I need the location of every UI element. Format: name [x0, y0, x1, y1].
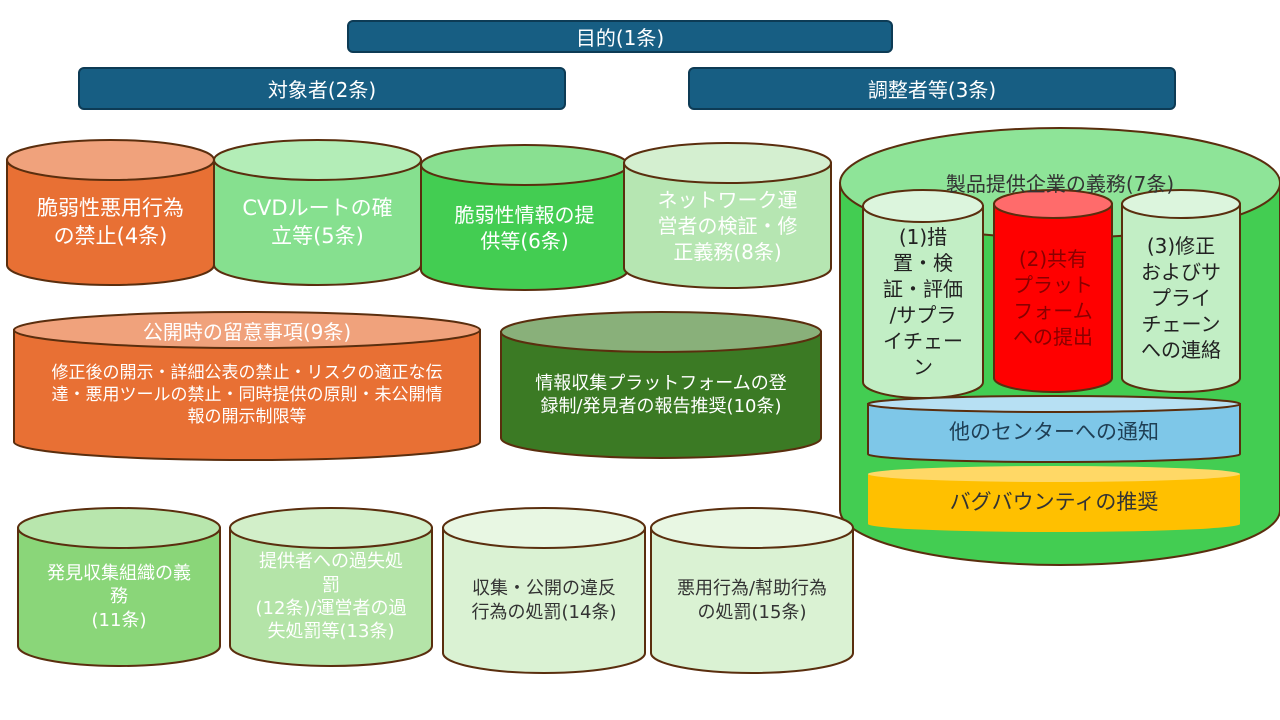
header-purpose: 目的(1条)	[347, 20, 893, 53]
cylinder-label-notify: 他のセンターへの通知	[949, 420, 1159, 445]
cylinder-art11	[17, 507, 221, 667]
cylinder-label-art12: 提供者への過失処 罰 (12条)/運営者の過 失処罰等(13条)	[255, 551, 407, 643]
cylinder-art12	[229, 507, 433, 667]
cylinder-label-art15: 悪用行為/幇助行為 の処罰(15条)	[676, 578, 828, 623]
cylinder-top	[13, 311, 481, 349]
cylinder-body	[993, 203, 1113, 393]
cylinder-body	[13, 329, 481, 461]
cylinder-body	[442, 527, 646, 674]
cylinder-body	[6, 159, 215, 286]
cylinder-top	[650, 507, 854, 549]
cylinder-art7_3	[1121, 189, 1241, 393]
cylinder-body	[650, 527, 854, 674]
cylinder-top	[1121, 189, 1241, 219]
cylinder-label-art5: CVDルートの確 立等(5条)	[242, 196, 393, 248]
cylinder-top	[867, 395, 1241, 413]
cylinder-top	[993, 189, 1113, 219]
cylinder-label-art8: ネットワーク運 営者の検証・修 正義務(8条)	[657, 187, 798, 264]
cylinder-top	[862, 189, 984, 223]
cylinder-label-art11: 発見収集組織の義 務 (11条)	[47, 562, 191, 631]
cylinder-art6	[420, 144, 629, 291]
cylinder-bounty	[868, 466, 1240, 532]
cylinder-top	[213, 139, 422, 181]
cylinder-label-art7_3: (3)修正 およびサ プライ チェーン への連絡	[1141, 234, 1221, 362]
cylinder-art15	[650, 507, 854, 674]
cylinder-art14	[442, 507, 646, 674]
cylinder-label-art7_2: (2)共有 プラット フォーム への提出	[1013, 247, 1093, 349]
cylinder-art8	[623, 142, 832, 289]
cylinder-label-art4: 脆弱性悪用行為 の禁止(4条)	[37, 196, 184, 248]
cylinder-art7_1	[862, 189, 984, 399]
cylinder-label-art9: 修正後の開示・詳細公表の禁止・リスクの適正な伝 達・悪用ツールの禁止・同時提供の…	[51, 362, 443, 428]
cylinder-label-bounty: バグバウンティの推奨	[949, 490, 1159, 515]
header-coordinators: 調整者等(3条)	[688, 67, 1176, 110]
cylinder-art7_2	[993, 189, 1113, 393]
cylinder-body	[17, 527, 221, 667]
cylinder-body	[868, 474, 1240, 532]
cylinder-title-art9: 公開時の留意事項(9条)	[142, 320, 352, 344]
cylinder-top	[229, 507, 433, 549]
cylinder-body	[1121, 203, 1241, 393]
cylinder-top	[420, 144, 629, 186]
cylinder-label-art10: 情報収集プラットフォームの登 録制/発見者の報告推奨(10条)	[535, 372, 787, 417]
cylinder-notify	[867, 395, 1241, 463]
cylinder-body	[867, 403, 1241, 463]
cylinder-label-art14: 収集・公開の違反 行為の処罰(14条)	[471, 578, 617, 623]
cylinder-body	[623, 162, 832, 289]
cylinder-top	[442, 507, 646, 549]
cylinder-art10	[500, 311, 822, 459]
cylinder-art9	[13, 311, 481, 461]
cylinder-body	[213, 159, 422, 286]
cylinder-body	[500, 331, 822, 459]
cylinder-body	[420, 164, 629, 291]
cylinder-label-art7_1: (1)措 置・検 証・評価 /サプラ イチェー ン	[883, 225, 963, 379]
cylinder-label-art6: 脆弱性情報の提 供等(6条)	[454, 202, 595, 253]
cylinder-top	[17, 507, 221, 549]
cylinder-title-art7: 製品提供企業の義務(7条)	[945, 172, 1175, 196]
cylinder-top	[868, 466, 1240, 482]
header-subjects: 対象者(2条)	[78, 67, 566, 110]
cylinder-top	[6, 139, 215, 181]
cylinder-top	[623, 142, 832, 184]
cylinder-top	[500, 311, 822, 353]
cylinder-art5	[213, 139, 422, 286]
cylinder-body	[229, 527, 433, 667]
